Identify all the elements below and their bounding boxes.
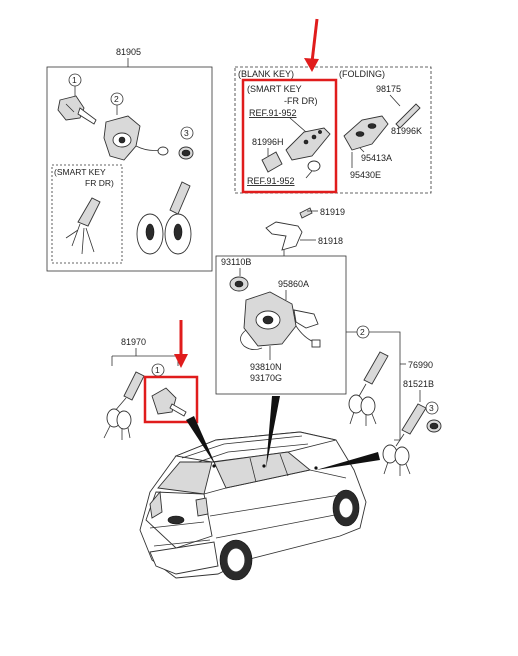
smart-key-line2: -FR DR) (284, 96, 318, 106)
group-right-keys: 2 76990 81521B 3 (346, 325, 442, 476)
ref-label-bottom: REF.91-952 (247, 176, 295, 186)
switch-icon (229, 276, 249, 292)
middle-box (215, 255, 347, 395)
callout-1: 1 (72, 75, 77, 85)
ref-81521B: 81521B (403, 379, 434, 389)
key-icon (136, 181, 192, 255)
part-93110B: 93110B (221, 257, 251, 267)
leader-bracket (111, 355, 179, 366)
key-icon (348, 351, 389, 426)
key-icon (382, 403, 427, 476)
door-cylinder-icon (426, 419, 442, 433)
leader-line (289, 117, 307, 133)
immobilizer-module-icon (240, 291, 321, 350)
bracket-icon (265, 221, 303, 251)
part-95413A: 95413A (361, 153, 392, 163)
part-81996H: 81996H (252, 137, 284, 147)
highlight-box-smart-key (241, 78, 338, 194)
lock-set-icon (103, 115, 169, 161)
group-left-keys: 81970 1 (103, 337, 187, 440)
key-icon (103, 371, 145, 440)
blank-smart-key-icon (261, 127, 331, 173)
folding-title: (FOLDING) (339, 69, 385, 79)
part-95860A: 95860A (278, 279, 309, 289)
battery-cover-icon (307, 160, 321, 172)
callout-3: 3 (184, 128, 189, 138)
group-blank-key: (BLANK KEY) (FOLDING) (SMART KEY -FR DR)… (234, 66, 432, 194)
highlight-arrow-icon (174, 320, 188, 368)
callout-2: 2 (114, 94, 119, 104)
ref-81905: 81905 (116, 47, 141, 57)
part-81996K: 81996K (391, 126, 422, 136)
callout-1-left: 1 (155, 365, 160, 375)
group-81905-box (46, 66, 213, 272)
highlight-arrow-icon (304, 18, 319, 72)
door-cylinder-icon (178, 146, 194, 160)
smart-key-label-line2: FR DR) (85, 178, 114, 188)
ignition-cylinder-icon (57, 95, 97, 125)
part-95430E: 95430E (350, 170, 381, 180)
part-93170G: 93170G (250, 373, 282, 383)
part-93810N: 93810N (250, 362, 282, 372)
ref-81970: 81970 (121, 337, 146, 347)
smart-key-line1: (SMART KEY (247, 84, 302, 94)
callout-2-right: 2 (360, 327, 365, 337)
highlight-box-cylinder (143, 375, 199, 424)
leader-bracket (346, 331, 401, 441)
folding-key-icon (343, 115, 389, 151)
leader-line (305, 170, 313, 179)
part-98175: 98175 (376, 84, 401, 94)
blank-key-title: (BLANK KEY) (238, 69, 294, 79)
blade-icon (395, 103, 421, 129)
callout-3-right: 3 (429, 403, 434, 413)
part-81918: 81918 (318, 236, 343, 246)
ref-label-top: REF.91-952 (249, 108, 297, 118)
bolt-icon (299, 207, 318, 219)
group-81905: 81905 1 2 3 (SMART K (46, 47, 213, 272)
callout-circle (180, 126, 194, 140)
vehicle-icon (139, 431, 367, 581)
key-icon (65, 197, 101, 255)
location-pointer-icon (186, 396, 380, 470)
group-middle: 81919 81918 93110B 95860A 93810N 93170G (215, 207, 347, 395)
leader-line (359, 147, 365, 153)
smart-key-label-line1: (SMART KEY (54, 167, 106, 177)
leader-line (389, 94, 401, 107)
ignition-cylinder-icon (151, 387, 187, 417)
ref-76990: 76990 (408, 360, 433, 370)
part-81919: 81919 (320, 207, 345, 217)
